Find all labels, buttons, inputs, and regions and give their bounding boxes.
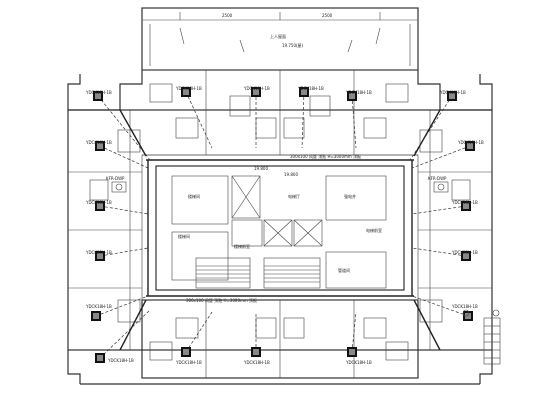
- indoor-unit-label: YDCK18H-1B: [243, 86, 270, 91]
- refrigerant-line: [411, 247, 467, 257]
- refrigerant-line: [185, 311, 213, 353]
- outdoor-unit-left: [111, 181, 127, 193]
- indoor-unit-label: YDCK18H-1B: [439, 90, 466, 95]
- refrigerant-line: [99, 247, 149, 257]
- indoor-unit-grille: [463, 203, 469, 209]
- indoor-unit-grille: [465, 313, 471, 319]
- duct-label-bottom: 300x100 风管 顶贴 H=3000mm 顶板: [186, 297, 257, 303]
- outdoor-units: KFR-DWP KFR-DWP: [106, 176, 449, 193]
- indoor-unit-grille: [301, 89, 307, 95]
- stair-left: [195, 257, 251, 289]
- indoor-unit-grille: [467, 143, 473, 149]
- indoor-unit-grille: [463, 253, 469, 259]
- stair-right: [263, 257, 321, 289]
- indoor-unit-grille: [95, 93, 101, 99]
- elevation-core-left: 19.800: [254, 166, 268, 171]
- outdoor-unit-right: [433, 181, 449, 193]
- building-outline: [67, 69, 493, 385]
- indoor-unit-label: YDCK18H-1B: [85, 200, 112, 205]
- indoor-unit-label: YDCK18H-1B: [345, 90, 372, 95]
- refrigerant-line: [185, 91, 213, 149]
- indoor-unit-grille: [97, 203, 103, 209]
- outdoor-label-left: KFR-DWP: [106, 176, 125, 181]
- room-label-right-lower: 管道间: [338, 267, 350, 273]
- refrigerant-line: [99, 309, 151, 359]
- indoor-units: YDCK18H-1B YDCK18H-1B YDCK18H-1B YDCK18H-1B…: [85, 86, 484, 365]
- indoor-unit-label: YDCK25H-1B: [85, 250, 112, 255]
- room-label-left-upper: 楼梯间: [188, 193, 200, 199]
- indoor-unit-label: YDCK18H-1B: [451, 200, 478, 205]
- roof-label: 上人屋面: [270, 33, 286, 39]
- refrigerant-line: [95, 295, 149, 317]
- refrigerant-line: [97, 95, 151, 161]
- indoor-unit-grille: [349, 93, 355, 99]
- room-label-right-upper: 强电井: [344, 193, 356, 199]
- indoor-unit-label: YDCK18H-1B: [107, 358, 134, 363]
- section-marks: [462, 309, 501, 365]
- indoor-unit-label: YDCK18H-1B: [457, 140, 484, 145]
- room-label-stair: 楼梯前室: [234, 243, 250, 249]
- indoor-unit-grille: [97, 355, 103, 361]
- indoor-unit-label: YDCK18H-1B: [85, 90, 112, 95]
- corner-connections: [119, 109, 441, 351]
- indoor-unit-grille: [97, 143, 103, 149]
- refrigerant-line: [409, 95, 453, 161]
- indoor-unit-label: YDCK18H-1B: [85, 304, 112, 309]
- room-label-left-lower: 楼梯间: [178, 233, 190, 239]
- refrigerant-line: [411, 205, 467, 215]
- indoor-unit-grille: [183, 349, 189, 355]
- indoor-unit-label: YDCK18H-1B: [243, 360, 270, 365]
- roof-terrace: 2500 2500 上人屋面 19.750(屋): [141, 7, 419, 71]
- elevation-core-right: 19.800: [284, 172, 298, 177]
- roof-elevation: 19.750(屋): [282, 42, 304, 48]
- refrigerant-line: [301, 91, 305, 149]
- refrigerant-line: [99, 145, 149, 169]
- top-dimension-left: 2500: [222, 13, 233, 18]
- duct-label-top: 300x100 风管 顶贴 H=3000mm 顶板: [290, 153, 361, 159]
- indoor-unit-grille: [97, 253, 103, 259]
- refrigerant-line: [99, 205, 149, 215]
- indoor-unit-grille: [93, 313, 99, 319]
- indoor-unit-grille: [253, 89, 259, 95]
- refrigerant-line: [411, 145, 471, 169]
- indoor-unit-grille: [183, 89, 189, 95]
- refrigerant-line: [351, 95, 357, 149]
- indoor-unit-label: YDCK25H-1B: [451, 250, 478, 255]
- room-label-center: 电梯厅: [288, 193, 300, 199]
- indoor-unit-label: YDCK18H-1B: [297, 86, 324, 91]
- indoor-unit-label: YDCK18H-1B: [175, 86, 202, 91]
- indoor-unit-label: YDCK18H-1B: [175, 360, 202, 365]
- core: 楼梯间 楼梯间 楼梯前室 电梯厅 强电井 管道间 电梯前室: [171, 175, 387, 289]
- indoor-unit-label: YDCK18H-1B: [345, 360, 372, 365]
- indoor-unit-grille: [449, 93, 455, 99]
- indoor-unit-label: YDCK18H-1B: [85, 140, 112, 145]
- indoor-unit-grille: [349, 349, 355, 355]
- refrigerant-line: [351, 311, 357, 353]
- top-dimension-right: 2500: [322, 13, 333, 18]
- indoor-unit-grille: [253, 349, 259, 355]
- room-label-hall: 电梯前室: [366, 227, 382, 233]
- outdoor-label-right: KFR-DWP: [428, 176, 447, 181]
- corridor: 300x100 风管 顶贴 H=3000mm 顶板 300x100 风管 顶贴 …: [141, 153, 419, 303]
- indoor-unit-label: YDCK18H-1B: [451, 304, 478, 309]
